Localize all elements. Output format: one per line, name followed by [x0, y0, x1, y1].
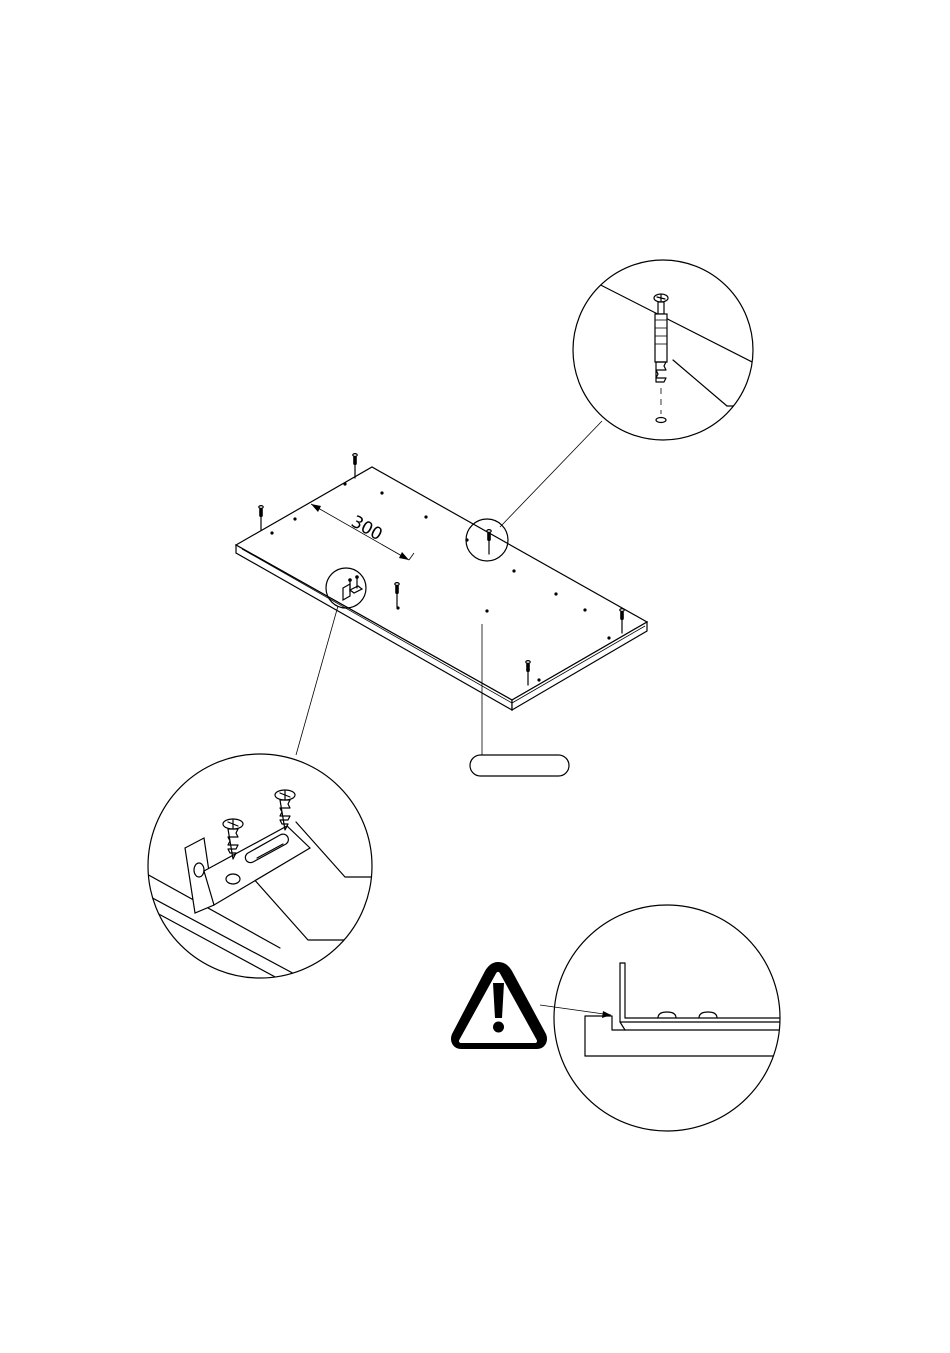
- leader-dowel: [500, 421, 602, 527]
- warning-exclamation-icon: [451, 962, 611, 1049]
- angle-bracket-icon: [185, 826, 310, 913]
- bracket-screw-detail: [145, 754, 376, 985]
- part-label: [470, 755, 569, 776]
- leader-bracket: [296, 606, 338, 755]
- screw-2-icon: [275, 790, 295, 830]
- shelf-panel: [236, 467, 647, 710]
- dowel-1: [353, 454, 357, 478]
- cam-dowel-detail: [573, 260, 760, 440]
- edge-alignment-detail: [554, 905, 780, 1131]
- dowel-2: [259, 506, 263, 530]
- alignment-icon: [585, 963, 780, 1056]
